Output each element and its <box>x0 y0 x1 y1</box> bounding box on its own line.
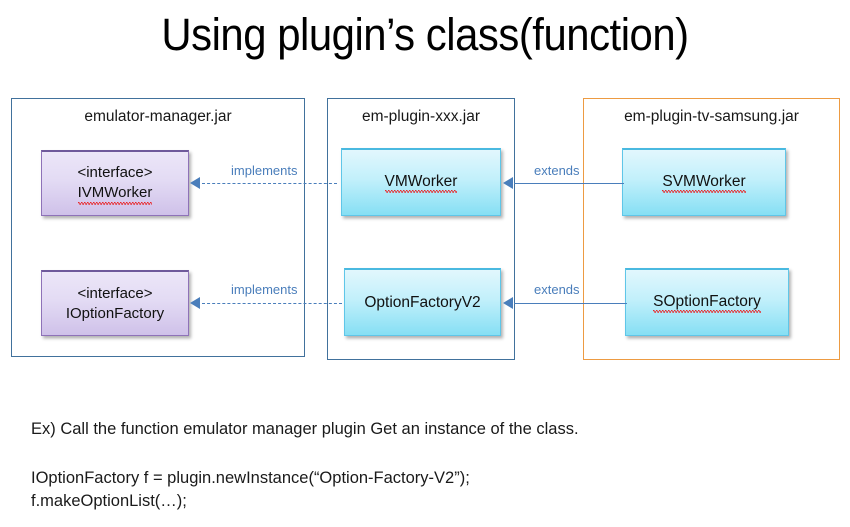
arrowhead-icon <box>503 297 513 309</box>
edge-label-extends: extends <box>534 282 580 297</box>
node-stereotype: <interface> <box>77 164 153 181</box>
edge-extends-soptionfactory-to-optionfactoryv2 <box>514 303 627 305</box>
node-stereotype: <interface> <box>77 284 153 302</box>
node-name: SOptionFactory <box>653 292 761 313</box>
edge-implements-optionfactoryv2-to-ioptionfactory <box>202 303 342 305</box>
node-soptionfactory[interactable]: SOptionFactory <box>625 268 789 336</box>
node-ioptionfactory[interactable]: <interface> IOptionFactory <box>41 270 189 336</box>
code-line-2: f.makeOptionList(…); <box>31 492 187 510</box>
node-optionfactoryv2[interactable]: OptionFactoryV2 <box>344 268 501 336</box>
arrowhead-icon <box>190 297 200 309</box>
edge-label-implements: implements <box>231 282 298 297</box>
container-label: emulator-manager.jar <box>84 108 232 125</box>
node-name: VMWorker <box>384 172 457 193</box>
container-label: em-plugin-tv-samsung.jar <box>624 108 799 125</box>
node-svmworker[interactable]: SVMWorker <box>622 148 786 216</box>
example-description: Ex) Call the function emulator manager p… <box>31 420 579 438</box>
node-vmworker[interactable]: VMWorker <box>341 148 501 216</box>
container-label: em-plugin-xxx.jar <box>361 108 480 125</box>
node-name: OptionFactoryV2 <box>364 293 481 311</box>
code-line-1: IOptionFactory f = plugin.newInstance(“O… <box>31 469 470 487</box>
page-title: Using plugin’s class(function) <box>161 9 689 60</box>
node-ivmworker[interactable]: <interface> IVMWorker <box>41 150 189 216</box>
node-name: SVMWorker <box>662 172 746 193</box>
arrowhead-icon <box>503 177 513 189</box>
node-name: IVMWorker <box>77 183 152 205</box>
code-snippet: IOptionFactory f = plugin.newInstance(“O… <box>31 467 470 513</box>
edge-label-implements: implements <box>231 163 298 178</box>
edge-label-extends: extends <box>534 163 580 178</box>
node-name: IOptionFactory <box>65 304 165 322</box>
arrowhead-icon <box>190 177 200 189</box>
edge-extends-svmworker-to-vmworker <box>514 183 624 185</box>
edge-implements-vmworker-to-ivmworker <box>202 183 337 185</box>
